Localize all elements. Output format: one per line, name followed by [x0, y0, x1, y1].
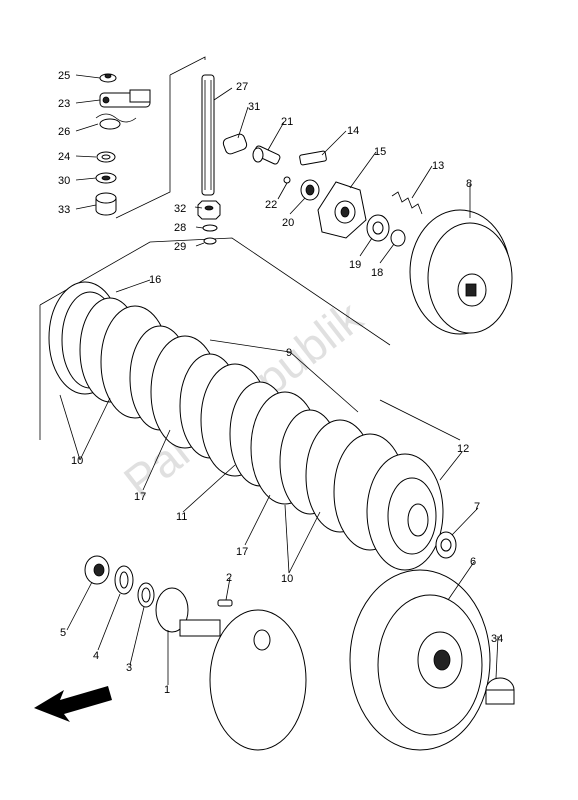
part-24[interactable]: [96, 151, 116, 163]
part-15[interactable]: [317, 181, 367, 239]
part-6-clutch-housing[interactable]: [349, 569, 491, 751]
callout-24: 24: [58, 151, 70, 163]
callout-14: 14: [347, 125, 359, 137]
callout-12: 12: [457, 443, 469, 455]
part-19[interactable]: [366, 214, 390, 242]
part-33[interactable]: [95, 192, 117, 216]
part-5[interactable]: [84, 555, 110, 585]
group-line-kick2: [115, 75, 171, 219]
callout-6: 6: [470, 556, 476, 568]
part-8-pressure-plate[interactable]: [409, 209, 513, 335]
callout-30: 30: [58, 175, 70, 187]
callout-21: 21: [281, 116, 293, 128]
callout-2: 2: [226, 572, 232, 584]
part-27-shaft[interactable]: [201, 74, 215, 196]
part-28[interactable]: [202, 224, 218, 232]
part-18[interactable]: [390, 229, 406, 247]
clutch-plate-stack: [48, 281, 407, 551]
part-32-gear[interactable]: [197, 200, 221, 220]
callout-20: 20: [282, 217, 294, 229]
leader-lines: [59, 74, 499, 685]
part-22[interactable]: [283, 176, 291, 184]
part-30[interactable]: [95, 172, 117, 184]
callout-labels: 25 23 26 24 30 33 27 31 21 14 15 13 8 22…: [58, 70, 503, 696]
callout-33: 33: [58, 204, 70, 216]
callout-17-upper: 17: [134, 491, 146, 503]
callout-15: 15: [374, 146, 386, 158]
callout-25: 25: [58, 70, 70, 82]
direction-arrow-icon: [34, 686, 112, 722]
callout-16: 16: [149, 274, 161, 286]
part-14[interactable]: [299, 150, 327, 166]
callout-1: 1: [164, 684, 170, 696]
part-31[interactable]: [222, 133, 248, 156]
callout-9: 9: [286, 347, 292, 359]
part-3[interactable]: [137, 582, 155, 608]
callout-4: 4: [93, 650, 99, 662]
callout-32: 32: [174, 203, 186, 215]
group-line-kick: [169, 56, 206, 76]
callout-5: 5: [60, 627, 66, 639]
callout-22: 22: [265, 199, 277, 211]
part-23[interactable]: [99, 89, 151, 108]
part-25[interactable]: [99, 73, 117, 83]
group-line-right: [379, 399, 461, 441]
callout-34: 34: [491, 633, 503, 645]
callout-10-lower: 10: [281, 573, 293, 585]
callout-18: 18: [371, 267, 383, 279]
callout-19: 19: [349, 259, 361, 271]
callout-10-upper: 10: [71, 455, 83, 467]
callout-11: 11: [176, 511, 187, 523]
callout-23: 23: [58, 98, 70, 110]
callout-13: 13: [432, 160, 444, 172]
part-20[interactable]: [300, 179, 320, 201]
part-12-boss[interactable]: [366, 453, 444, 571]
part-21[interactable]: [252, 145, 281, 165]
part-26[interactable]: [95, 113, 137, 130]
callout-17-lower: 17: [236, 546, 248, 558]
part-34[interactable]: [485, 677, 515, 705]
callout-31: 31: [248, 101, 260, 113]
part-2[interactable]: [217, 599, 233, 607]
callout-8: 8: [466, 178, 472, 190]
callout-27: 27: [236, 81, 248, 93]
group-line-top: [39, 237, 391, 346]
part-13[interactable]: [391, 191, 423, 215]
callout-28: 28: [174, 222, 186, 234]
callout-29: 29: [174, 241, 186, 253]
callout-7: 7: [474, 501, 480, 513]
part-29[interactable]: [203, 237, 217, 245]
callout-26: 26: [58, 126, 70, 138]
part-7[interactable]: [435, 531, 457, 559]
part-4[interactable]: [114, 565, 134, 595]
callout-3: 3: [126, 662, 132, 674]
part-1-primary-gear[interactable]: [155, 587, 307, 751]
